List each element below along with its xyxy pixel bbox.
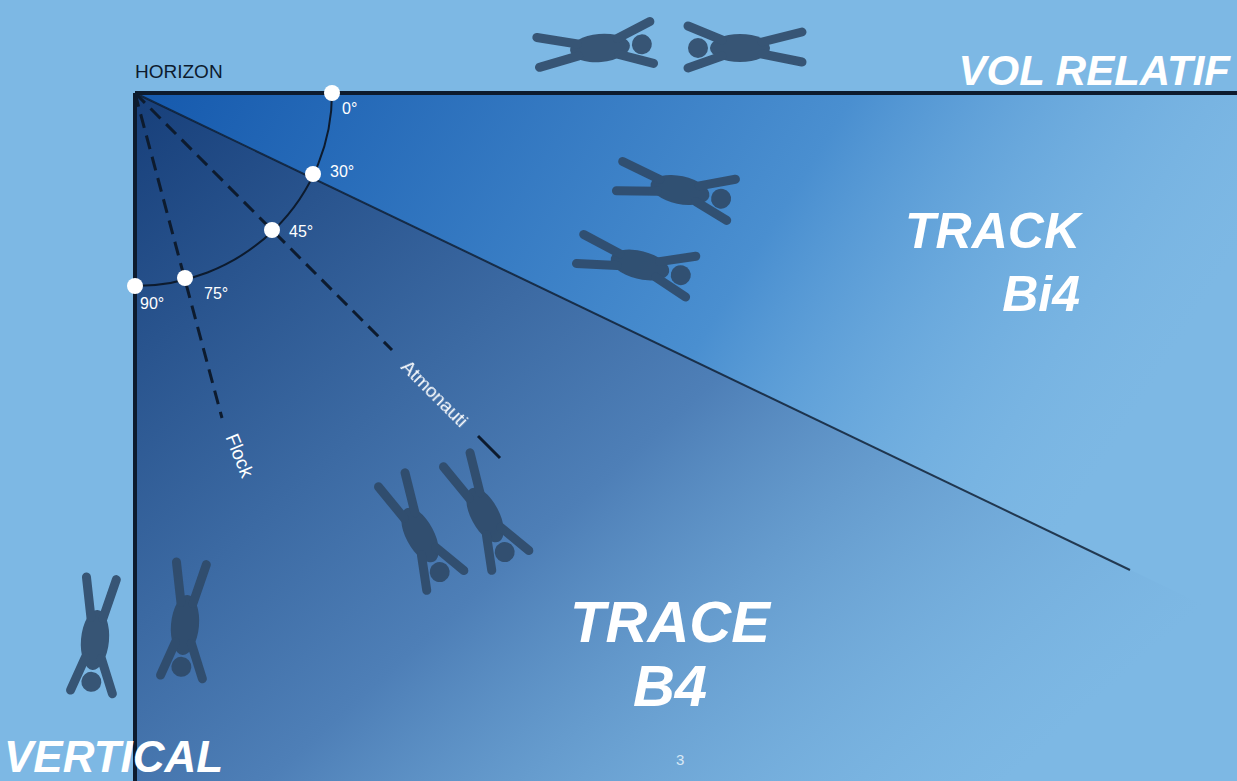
angle-label: 90° <box>140 296 164 312</box>
angle-label: 0° <box>342 101 357 117</box>
angle-label: 45° <box>289 224 313 240</box>
vol-relatif-title: VOL RELATIF <box>959 50 1230 92</box>
trace-wedge <box>135 93 1237 781</box>
angle-label: 75° <box>204 286 228 302</box>
flock-line <box>135 93 222 418</box>
vertical-title: VERTICAL <box>4 735 223 779</box>
angle-dots <box>127 85 340 294</box>
atmonauti-line-end <box>478 436 500 458</box>
thirty-degree-line <box>135 93 1130 570</box>
horizon-label: HORIZON <box>135 62 223 81</box>
page-number: 3 <box>676 752 684 767</box>
angle-label: 30° <box>330 164 354 180</box>
track-title: TRACK Bi4 <box>880 200 1080 325</box>
trace-title: TRACE B4 <box>560 590 780 718</box>
vertical-line <box>133 93 137 781</box>
atmonauti-line <box>135 93 392 350</box>
